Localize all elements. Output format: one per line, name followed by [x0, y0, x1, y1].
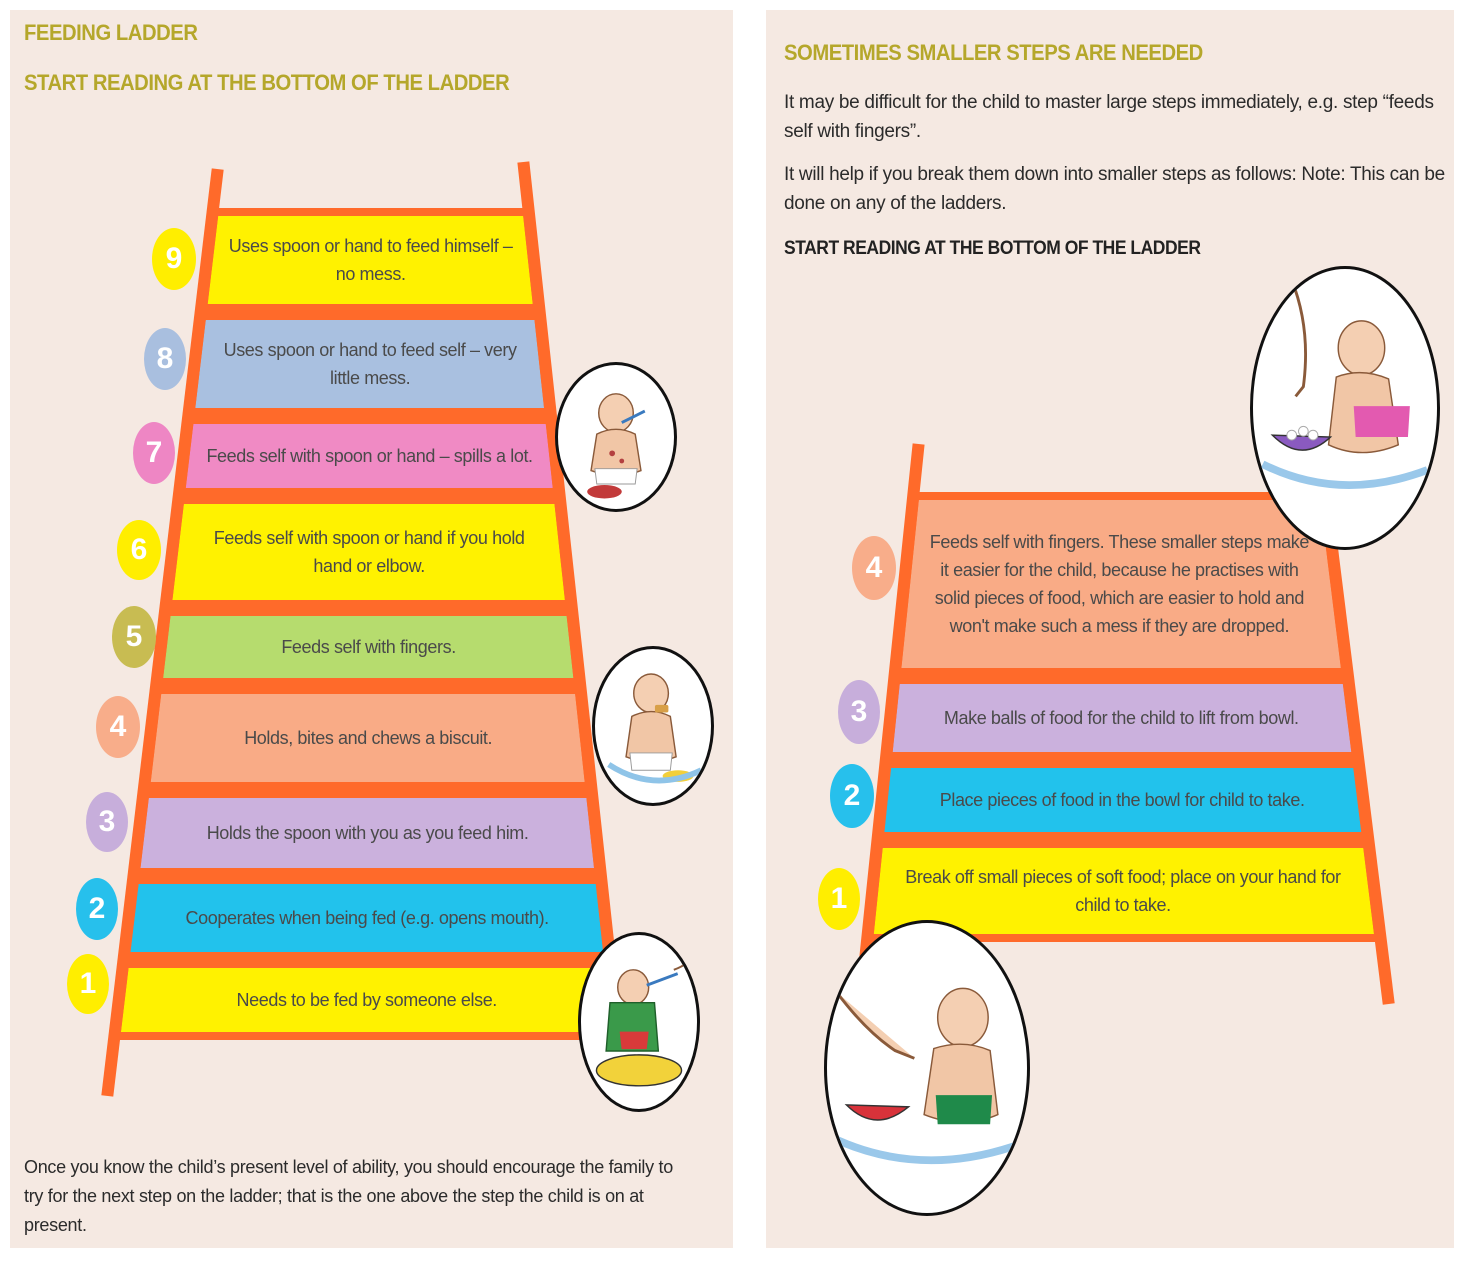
- baby-hand-feeding-illustration: [824, 920, 1030, 1216]
- ladder-left-rail: [101, 168, 224, 1097]
- step-label-3: Holds the spoon with you as you feed him…: [206, 823, 529, 843]
- panel-title: SOMETIMES SMALLER STEPS ARE NEEDED: [784, 40, 1203, 65]
- panel-subtitle: START READING AT THE BOTTOM OF THE LADDE…: [24, 70, 510, 95]
- ladder-step-3: [140, 798, 595, 868]
- ladder-right-rail: [517, 161, 629, 1077]
- step-number-4: 4: [96, 696, 140, 758]
- footer-paragraph: Once you know the child’s present level …: [24, 1157, 673, 1235]
- step-number-1: 1: [818, 868, 860, 930]
- ladder-step-7: [185, 424, 553, 488]
- step-label-4: Feeds self with fingers. These smaller s…: [929, 532, 1310, 636]
- step-label-5: Feeds self with fingers.: [281, 637, 456, 657]
- ladder-step-2: [130, 884, 604, 952]
- ladder-step-1: [873, 848, 1375, 934]
- step-number-9: 9: [152, 228, 196, 290]
- step-number-5: 5: [112, 606, 156, 668]
- step-label-1: Needs to be fed by someone else.: [236, 990, 498, 1010]
- step-label-8: Uses spoon or hand to feed self – very l…: [223, 340, 517, 388]
- ladder-step-5: [163, 616, 574, 678]
- step-label-1: Break off small pieces of soft food; pla…: [905, 867, 1341, 915]
- step-label-2: Cooperates when being fed (e.g. opens mo…: [185, 908, 550, 928]
- step-label-4: Holds, bites and chews a biscuit.: [244, 728, 493, 748]
- baby-bowl-fingers-illustration: [1250, 266, 1440, 550]
- smaller-steps-ladder: [857, 443, 1395, 1005]
- panel-title: FEEDING LADDER: [24, 20, 198, 45]
- intro-paragraph: It may be difficult for the child to mas…: [784, 92, 1434, 142]
- feeding-ladder: [101, 161, 629, 1097]
- baby-spoon-mess-illustration: [555, 362, 677, 512]
- step-number-1: 1: [67, 954, 109, 1014]
- ladder-step-6: [172, 504, 565, 600]
- ladder-step-4: [901, 500, 1341, 668]
- step-number-7: 7: [133, 422, 175, 484]
- feeding-ladder-panel: FEEDING LADDER START READING AT THE BOTT…: [10, 10, 733, 1248]
- ladder-right-rail: [1319, 493, 1395, 1005]
- ladder-left-rail: [857, 443, 925, 977]
- step-number-2: 2: [830, 764, 874, 828]
- ladder-step-9: [207, 216, 533, 304]
- step-number-3: 3: [838, 680, 880, 744]
- ladder-step-2: [884, 768, 1362, 832]
- step-number-3: 3: [86, 792, 128, 852]
- baby-biscuit-illustration: [592, 646, 714, 806]
- ladder-step-3: [892, 684, 1352, 752]
- step-label-9: Uses spoon or hand to feed himself – no …: [228, 236, 513, 284]
- note-paragraph: It will help if you break them down into…: [784, 164, 1445, 214]
- step-label-6: Feeds self with spoon or hand if you hol…: [213, 528, 525, 576]
- ladder-step-8: [195, 320, 545, 408]
- step-number-2: 2: [76, 878, 118, 940]
- step-label-7: Feeds self with spoon or hand – spills a…: [206, 446, 533, 466]
- ladder-step-1: [120, 968, 612, 1032]
- baby-being-fed-illustration: [578, 932, 700, 1112]
- step-label-3: Make balls of food for the child to lift…: [943, 708, 1299, 728]
- ladder-step-4: [150, 694, 585, 782]
- smaller-steps-panel: SOMETIMES SMALLER STEPS ARE NEEDED It ma…: [766, 10, 1454, 1248]
- reading-instruction: START READING AT THE BOTTOM OF THE LADDE…: [784, 238, 1201, 259]
- step-number-6: 6: [117, 520, 161, 580]
- step-number-4: 4: [852, 536, 896, 600]
- step-number-8: 8: [144, 328, 186, 390]
- step-label-2: Place pieces of food in the bowl for chi…: [939, 790, 1305, 810]
